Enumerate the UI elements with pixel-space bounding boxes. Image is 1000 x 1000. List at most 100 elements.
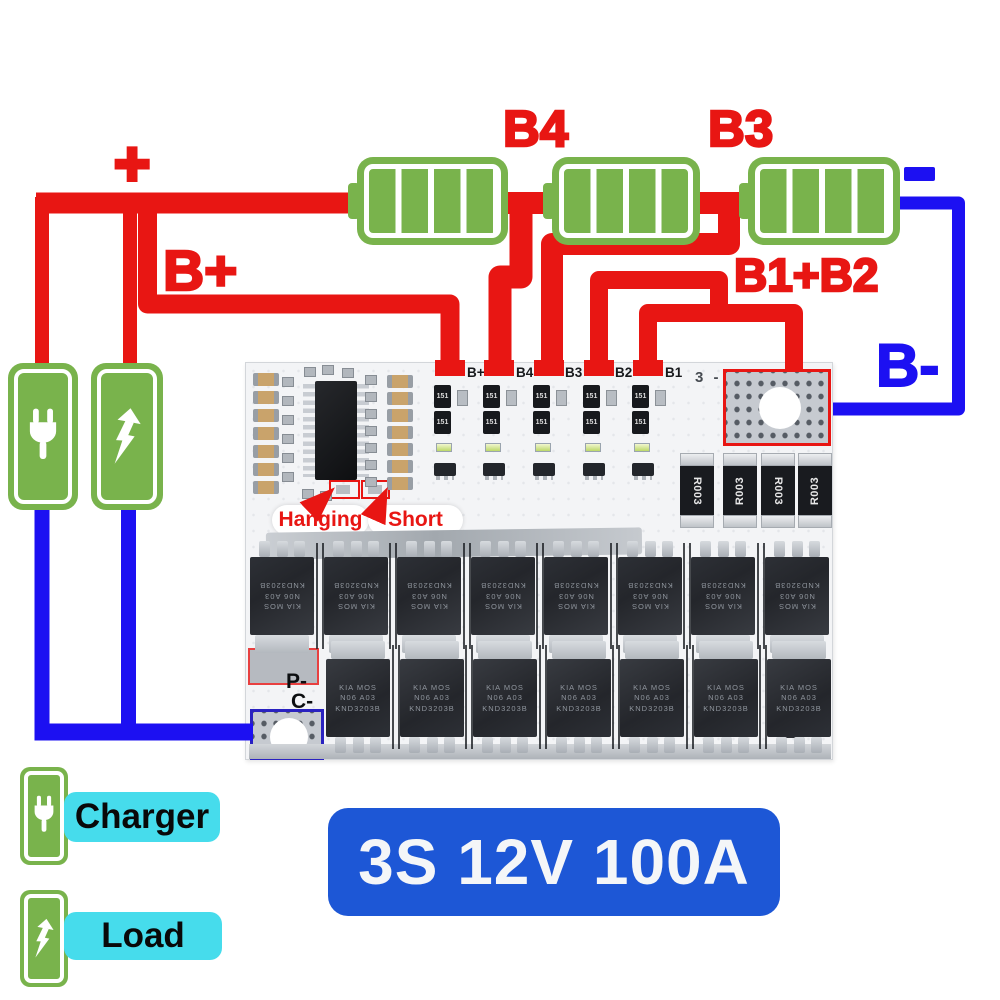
pad-label-b2: B2	[615, 365, 633, 380]
smd-component	[253, 481, 279, 494]
smd-component	[282, 415, 294, 425]
bottom-solder-strip	[249, 744, 831, 759]
transistor	[583, 463, 605, 480]
mosfet-tab	[625, 641, 679, 659]
plug-icon	[34, 795, 54, 832]
pcb-trace	[759, 645, 767, 749]
smd-component	[253, 409, 279, 422]
mosfet-legs	[473, 737, 537, 753]
smd-component	[365, 392, 377, 402]
resistor-151: 151	[483, 385, 500, 408]
smd-component	[365, 477, 377, 487]
mosfet-legs	[767, 737, 831, 753]
smd-component	[253, 463, 279, 476]
b-minus-label: B-	[875, 332, 940, 399]
callout-hanging-text: Hanging	[278, 508, 363, 531]
load-device-icon	[91, 363, 163, 510]
pcb-trace	[392, 645, 400, 749]
c-minus-label: C-	[291, 690, 314, 713]
resistor-151: 151	[632, 385, 649, 408]
b-plus-label: B+	[162, 239, 239, 303]
smd-component	[365, 443, 377, 453]
pcb-trace	[389, 543, 397, 649]
smd-component	[387, 443, 413, 456]
battery-level-bars	[755, 164, 893, 238]
callout-short-text: Short	[388, 508, 443, 531]
transistor	[483, 463, 505, 480]
mosfet-legs	[618, 541, 682, 557]
smd-component	[253, 391, 279, 404]
shunt-resistor: R003	[798, 453, 832, 530]
smd-component	[387, 375, 413, 388]
resistor-151: 151	[583, 385, 600, 408]
smd-component	[282, 377, 294, 387]
smd-component	[457, 390, 468, 406]
smd-component	[365, 460, 377, 470]
resistor-151: 151	[583, 411, 600, 434]
pad-label-b1: B1	[665, 365, 683, 380]
legend-load-icon	[20, 890, 68, 987]
legend-load-label: Load	[64, 912, 222, 960]
p-minus-pad	[248, 648, 319, 685]
mosfet-legs	[694, 737, 758, 753]
mosfet-legs	[250, 541, 314, 557]
mosfet-legs	[765, 541, 829, 557]
battery-terminal	[543, 183, 555, 219]
load-label-text: Load	[101, 916, 185, 955]
b2-sense-wire	[590, 271, 728, 372]
pcb-trace	[465, 645, 473, 749]
smd-component	[606, 390, 617, 406]
transistor	[632, 463, 654, 480]
ic-pins-left	[303, 384, 315, 477]
pcb-trace	[463, 543, 471, 649]
pcb-trace	[683, 543, 691, 649]
smd-component	[387, 426, 413, 439]
status-led	[634, 443, 650, 452]
mosfet-tab	[478, 641, 532, 659]
mosfet-tab	[255, 635, 309, 653]
status-led	[485, 443, 501, 452]
mosfet-tab	[331, 641, 385, 659]
smd-component	[365, 426, 377, 436]
pad-label-b3: B3	[565, 365, 583, 380]
smd-component	[320, 491, 332, 501]
shunt-resistor: R003	[723, 453, 757, 530]
smd-component	[365, 375, 377, 385]
transistor	[533, 463, 555, 480]
minus-label: −	[904, 167, 935, 181]
protection-ic-chip	[303, 381, 369, 480]
charger-device-icon	[8, 363, 78, 510]
status-led	[585, 443, 601, 452]
b-minus-solder-pad	[723, 369, 831, 446]
battery-cell-2	[543, 157, 700, 245]
smd-component	[322, 365, 334, 375]
status-led	[535, 443, 551, 452]
smd-component	[556, 390, 567, 406]
mosfet-legs	[471, 541, 535, 557]
